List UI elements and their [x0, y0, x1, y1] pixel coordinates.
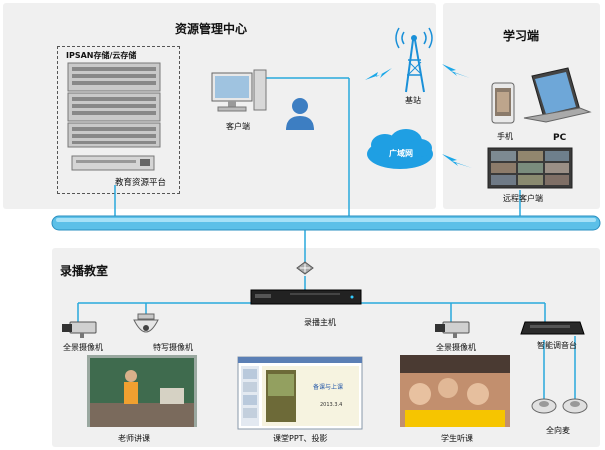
signal-bolt-left-icon — [365, 68, 392, 80]
storage-title: IPSAN存储/云存储 — [66, 51, 137, 60]
classroom-title: 录播教室 — [60, 264, 109, 278]
resource-center-title: 资源管理中心 — [175, 22, 248, 36]
base-station-label: 基站 — [405, 96, 421, 105]
pano-camera-right-label: 全景摄像机 — [436, 343, 476, 352]
phone-label: 手机 — [497, 132, 513, 141]
signal-bolt-right-icon — [442, 64, 470, 78]
host-label: 录播主机 — [304, 318, 336, 327]
student-label: 学生听课 — [441, 434, 473, 443]
wan-label: 广域网 — [389, 149, 413, 158]
client-label: 客户端 — [226, 122, 250, 131]
ppt-date: 2013.3.4 — [320, 402, 343, 408]
pc-label: PC — [553, 133, 567, 143]
storage-dashed-box — [57, 46, 180, 194]
mixer-label: 智能调音台 — [537, 341, 577, 350]
pano-camera-left-label: 全景摄像机 — [63, 343, 103, 352]
mic-label: 全向麦 — [546, 426, 570, 435]
signal-bolt-wan-icon — [442, 154, 472, 168]
courseware-label: 课堂PPT、投影 — [273, 434, 328, 443]
teacher-label: 老师讲课 — [118, 434, 150, 443]
ppt-title: 备课与上课 — [313, 384, 344, 391]
remote-client-label: 远程客户端 — [503, 194, 543, 203]
platform-label: 教育资源平台 — [115, 178, 167, 188]
platform-server-icon — [71, 155, 155, 171]
closeup-camera-label: 特写摄像机 — [153, 343, 193, 352]
learning-title: 学习端 — [503, 29, 540, 43]
